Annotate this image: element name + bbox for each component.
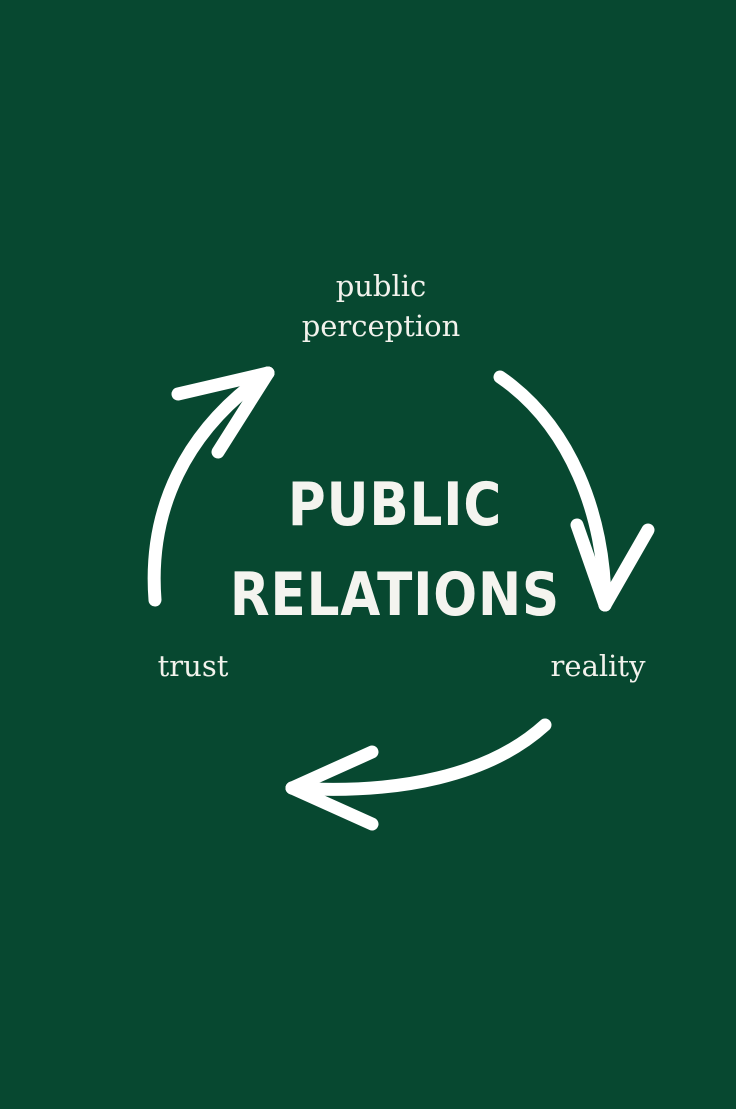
arrow-perception-to-reality-icon xyxy=(493,370,655,612)
node-label-perception: perception xyxy=(301,309,461,343)
arrow-trust-to-perception-icon xyxy=(147,366,275,607)
title-line-relations: RELATIONS xyxy=(229,560,561,630)
title-line-public: PUBLIC xyxy=(287,470,503,540)
arrow-reality-to-trust-icon xyxy=(285,718,552,831)
node-label-public: public xyxy=(335,269,427,303)
node-label-reality: reality xyxy=(550,649,646,683)
node-label-trust: trust xyxy=(157,649,229,683)
